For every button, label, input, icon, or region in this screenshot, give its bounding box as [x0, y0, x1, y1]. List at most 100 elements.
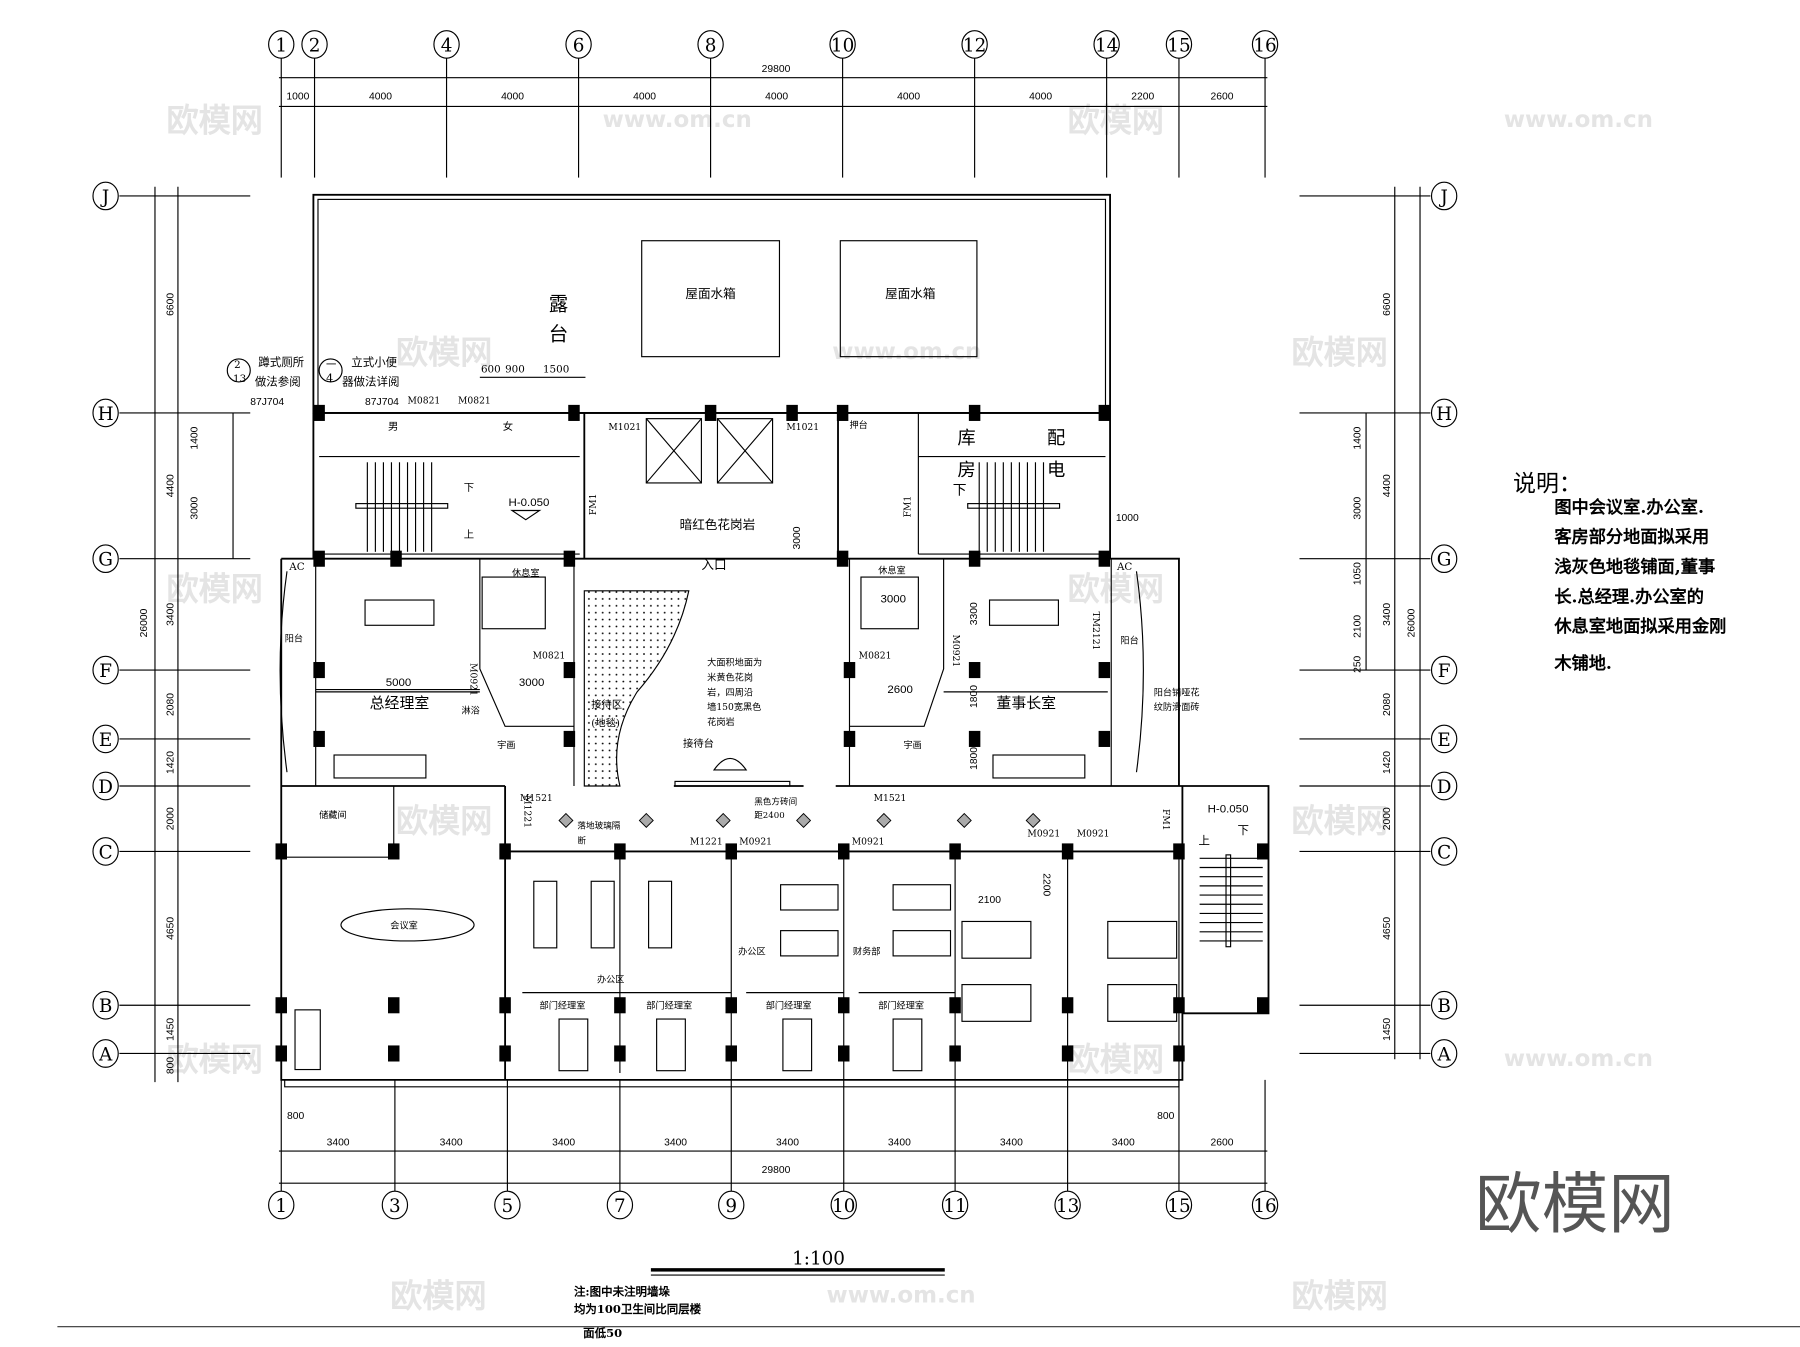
axis-bubble-label: F — [99, 661, 112, 682]
tile-note: 黑色方砖间 — [754, 795, 797, 807]
desk — [892, 1018, 923, 1072]
column — [275, 843, 287, 860]
axis-bubble-label: 16 — [1253, 1196, 1276, 1217]
axis-bubble-label: E — [99, 730, 112, 751]
door-label: M1521 — [874, 793, 907, 804]
dim-segment: 6600 — [1382, 293, 1393, 316]
painting-label: 宇画 — [497, 739, 515, 751]
scale-underline — [650, 1268, 945, 1272]
dim-segment: 4000 — [501, 92, 524, 103]
dim-segment: 2600 — [1211, 1137, 1234, 1148]
detail-ref: 2 — [234, 359, 241, 371]
axis-bubble — [92, 990, 119, 1020]
axis-bubble-label: 4 — [441, 35, 453, 56]
dim-segment: 3400 — [664, 1137, 687, 1148]
stair-handrail — [1225, 854, 1232, 948]
door-label: M1521 — [520, 793, 553, 804]
chairman-office-label: 董事长室 — [996, 694, 1056, 712]
axis-bubble — [829, 30, 856, 59]
stair-handrail — [967, 503, 1061, 509]
column — [614, 843, 626, 860]
conference-table — [340, 908, 475, 942]
axis-bubble — [92, 724, 119, 754]
power-room-label: 电 — [1047, 460, 1065, 481]
dim-label: 2100 — [978, 895, 1001, 906]
desk — [782, 1018, 813, 1072]
column — [1098, 404, 1111, 421]
column — [390, 550, 402, 567]
balcony-curve — [1135, 571, 1144, 773]
axis-bubble-label: C — [99, 842, 113, 863]
reception-desk-shape — [712, 757, 748, 771]
dim-sub: 250 — [1352, 655, 1363, 672]
axis-bubble — [1165, 1190, 1193, 1220]
reception-area-label: 接待区 — [591, 698, 622, 711]
watermark-logo: 欧模网 — [1291, 334, 1387, 372]
door-label: M1021 — [608, 422, 641, 433]
axis-bubble-label: H — [1436, 404, 1452, 425]
axis-bubble-label: 1 — [275, 1196, 287, 1217]
desk — [780, 884, 839, 911]
watermark-logo: 欧模网 — [390, 1277, 486, 1315]
water-tank-label: 屋面水箱 — [885, 286, 935, 301]
dim-segment: 6600 — [165, 293, 176, 316]
axis-bubble-label: 3 — [389, 1196, 401, 1217]
door-label: M0921 — [1077, 829, 1110, 840]
dept-manager-label: 部门经理室 — [766, 1000, 812, 1012]
column — [836, 550, 849, 567]
column — [1098, 730, 1111, 747]
elevator — [716, 418, 774, 484]
axis-bubble-label: A — [98, 1044, 113, 1065]
lobby-note: 墙150宽黑色 — [707, 701, 761, 713]
axis-bubble — [1093, 30, 1120, 59]
dim-label: 3000 — [519, 677, 545, 689]
column — [313, 730, 325, 747]
rest-room-label: 休息室 — [512, 567, 540, 579]
dim-segment: 3400 — [1382, 603, 1393, 626]
dim-segment: 4650 — [1382, 917, 1393, 940]
stairs — [355, 462, 1263, 948]
column — [313, 662, 325, 679]
axis-bubble — [1251, 1190, 1279, 1220]
dim-label: 2600 — [887, 684, 913, 696]
axis-bubble-label: 14 — [1095, 35, 1118, 56]
squat-toilet-note: 87J704 — [250, 397, 284, 408]
axis-bubble-label: 9 — [725, 1196, 737, 1217]
column — [499, 843, 511, 860]
column — [838, 1045, 850, 1062]
notes-line: 木铺地. — [1553, 653, 1612, 674]
column — [1257, 997, 1269, 1014]
axis-bubble — [1430, 837, 1458, 866]
axis-bubble — [1430, 655, 1458, 685]
axis-bubble — [1430, 181, 1458, 211]
column — [614, 1045, 626, 1062]
axis-bubble — [961, 30, 988, 59]
dim-label: 3300 — [969, 602, 980, 625]
meeting-room-label: 会议室 — [390, 919, 418, 931]
axis-bubble-label: 2 — [309, 35, 321, 56]
stair-up-label: 上 — [464, 529, 474, 541]
dim-label: 3000 — [792, 526, 803, 549]
door-label: FM1 — [1160, 809, 1171, 831]
scale-label: 1:100 — [792, 1249, 845, 1270]
axis-bubble-label: 7 — [614, 1196, 626, 1217]
desk — [648, 880, 673, 949]
axis-bubble-label: G — [98, 550, 113, 571]
notes-line: 图中会议室.办公室. — [1554, 497, 1704, 518]
sofa — [294, 1009, 321, 1071]
dim-segment: 4400 — [1382, 474, 1393, 497]
door-label: M0921 — [852, 837, 885, 848]
column — [1098, 550, 1111, 567]
column — [704, 404, 717, 421]
squat-toilet-note: 做法参阅 — [255, 374, 301, 388]
column — [725, 997, 737, 1014]
squat-toilet-note: 蹲式厕所 — [258, 355, 304, 369]
door-label: M1021 — [786, 422, 819, 433]
axis-bubble-label: G — [1437, 550, 1452, 571]
tile-note: 距2400 — [754, 810, 784, 821]
dim-total: 29800 — [762, 64, 791, 75]
detail-ref-symbol — [226, 358, 251, 383]
axis-bubble — [1430, 771, 1458, 801]
logo: 欧模网 — [1475, 1165, 1675, 1243]
